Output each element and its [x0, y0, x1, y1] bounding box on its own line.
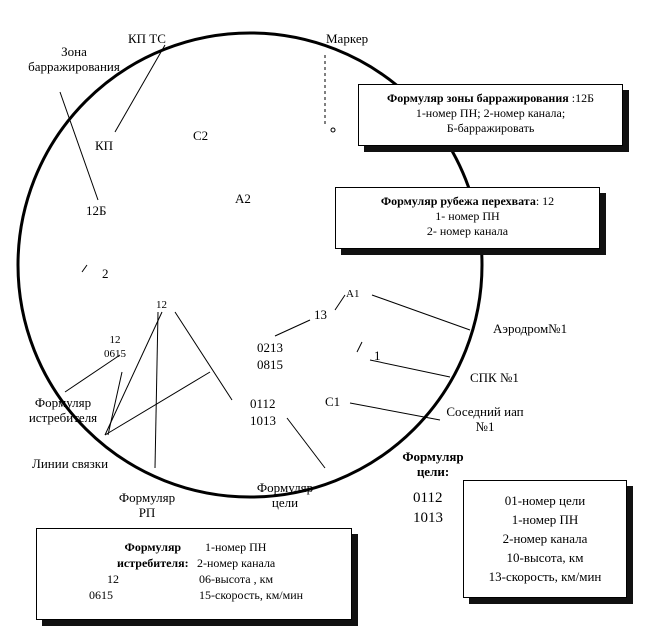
rubezh-formular-line1: 1- номер ПН: [435, 209, 500, 223]
formular-0213-top: 0213: [257, 340, 283, 355]
rubezh-formular-title-suffix: : 12: [535, 194, 555, 208]
zona-formular-title-suffix: :12Б: [568, 91, 594, 105]
leader-c1: [349, 402, 441, 421]
target-formular-label: Формуляр цели: [230, 480, 340, 510]
label-a1: А1: [346, 288, 360, 300]
target-formular-sample-top: 0112: [413, 490, 443, 506]
linii-label: Линии связки: [32, 456, 109, 471]
target-formular-box: 01-номер цели 1-номер ПН 2-номер канала …: [463, 480, 627, 598]
mark-1: [356, 341, 363, 353]
sosed-label-line2: №1: [475, 419, 495, 434]
zona-label-line2: барражирования: [28, 59, 120, 74]
formular-0112: 0112 1013: [250, 395, 276, 429]
marker-dot: [330, 127, 336, 133]
fighter-formular-box: Формуляр истребителя: 12 0615 1-номер ПН…: [36, 528, 352, 620]
label-1: 1: [374, 348, 381, 363]
rp-formular-label-line1: Формуляр: [118, 490, 176, 505]
target-box-l4: 10-высота, км: [506, 550, 584, 565]
rp-formular-label-line2: РП: [138, 505, 156, 520]
fighter-box-val2: 0615: [89, 588, 113, 602]
link-d: [64, 354, 121, 393]
rubezh-formular-box: Формуляр рубежа перехвата: 12 1- номер П…: [335, 187, 600, 249]
fighter-box-title-line2: истребителя:: [117, 556, 189, 570]
c1-label: С1: [325, 394, 341, 409]
fighter-box-title: Формуляр истребителя:: [117, 539, 189, 571]
mark-2: [81, 264, 88, 273]
target-formular-label-line1: Формуляр: [256, 480, 314, 495]
fighter-formular-label-line2: истребителя: [28, 410, 98, 425]
label-12b: 12Б: [86, 203, 107, 218]
target-formular-sample-bottom: 1013: [413, 510, 443, 526]
fighter-box-val1: 12: [107, 572, 119, 586]
spk-label: СПК №1: [470, 370, 519, 385]
target-formular-bold-line2: цели:: [416, 464, 450, 479]
target-formular-bold: Формуляр цели:: [388, 449, 478, 479]
leader-kpts: [114, 44, 166, 133]
fighter-mark: 12 0615: [104, 333, 126, 361]
leader-13-a1: [334, 294, 346, 311]
fighter-mark-alt: 0615: [104, 348, 126, 360]
zona-formular-title: Формуляр зоны барражирования :12Б: [359, 91, 622, 106]
zona-label: Зона барражирования: [14, 44, 134, 74]
zona-label-line1: Зона: [61, 44, 87, 59]
rubezh-formular-title-bold: Формуляр рубежа перехвата: [380, 194, 536, 208]
kp-ts-label: КП ТС: [128, 31, 166, 46]
zona-formular-line1: 1-номер ПН; 2-номер канала;: [415, 106, 566, 120]
leader-a1-aerodrom: [371, 294, 471, 331]
fighter-box-d2: 2-номер канала: [197, 556, 276, 570]
target-formular-sample: 0112 1013: [413, 488, 443, 528]
fighter-box-title-line1: Формуляр: [124, 540, 182, 554]
formular-0213: 0213 0815: [257, 339, 283, 373]
target-formular-bold-line1: Формуляр: [402, 449, 464, 464]
zone-circle: [16, 31, 484, 499]
rp-formular-label: Формуляр РП: [92, 490, 202, 520]
label-13: 13: [314, 307, 327, 322]
kp-label: КП: [95, 138, 114, 153]
leader-13: [274, 319, 311, 337]
aerodrom-label: Аэродром№1: [493, 321, 568, 336]
target-box-l3: 2-номер канала: [502, 531, 588, 546]
zona-formular-box: Формуляр зоны барражирования :12Б 1-номе…: [358, 84, 623, 146]
marker-label: Маркер: [326, 31, 369, 46]
link-e: [104, 371, 211, 436]
formular-0213-bottom: 0815: [257, 357, 283, 372]
fighter-box-d4: 15-скорость, км/мин: [199, 588, 304, 602]
target-box-l5: 13-скорость, км/мин: [488, 569, 602, 584]
zona-formular-line2: Б-барражировать: [446, 121, 535, 135]
fighter-mark-num: 12: [109, 334, 121, 346]
formular-0112-bottom: 1013: [250, 413, 276, 428]
link-f: [107, 371, 123, 436]
formular-0112-top: 0112: [250, 396, 276, 411]
link-a: [104, 311, 163, 436]
rubezh-formular-line2: 2- номер канала: [426, 224, 509, 238]
label-12-top: 12: [156, 299, 167, 311]
target-formular-label-line2: цели: [271, 495, 299, 510]
leader-spk: [369, 359, 451, 378]
label-2: 2: [102, 266, 109, 281]
c2-label: С2: [193, 128, 209, 143]
rubezh-formular-title: Формуляр рубежа перехвата: 12: [336, 194, 599, 209]
a2-label: А2: [235, 191, 251, 206]
link-c: [154, 311, 159, 469]
link-b: [174, 311, 233, 401]
sosed-label: Соседний иап №1: [430, 404, 540, 434]
fighter-box-d1: 1-номер ПН: [205, 540, 267, 554]
leader-0112: [286, 417, 326, 469]
sosed-label-line1: Соседний иап: [446, 404, 524, 419]
fighter-formular-label-line1: Формуляр: [34, 395, 92, 410]
target-box-l1: 01-номер цели: [504, 493, 586, 508]
leader-zona: [59, 91, 99, 201]
fighter-formular-label: Формуляр истребителя: [8, 395, 118, 425]
zona-formular-title-bold: Формуляр зоны барражирования: [387, 91, 569, 105]
target-box-l2: 1-номер ПН: [511, 512, 579, 527]
fighter-box-d3: 06-высота , км: [199, 572, 274, 586]
